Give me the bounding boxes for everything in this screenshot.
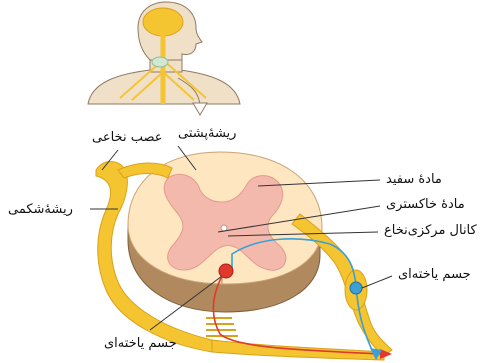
figure-brain — [143, 8, 183, 36]
cord-cross-section — [128, 152, 322, 312]
human-figure — [88, 2, 240, 115]
ventral-rootlets — [206, 318, 238, 336]
cell-body-right-label: جسم یاخته‌ای — [398, 268, 471, 281]
figure-neck-nerve-bulb — [152, 57, 168, 67]
dorsal-root-label: ریشهٔ‌پشتی — [178, 127, 236, 140]
gray-matter-label: مادهٔ خاکستری — [386, 198, 465, 211]
dorsal-root-left — [118, 163, 172, 178]
motor-cell-body — [219, 264, 233, 278]
spinal-nerve-label: عصب نخاعی — [92, 131, 163, 144]
pointer-arrowhead — [193, 103, 207, 115]
central-canal — [221, 225, 227, 231]
sensory-cell-body — [350, 282, 362, 294]
cell-body-bottom-label: جسم یاخته‌ای — [104, 337, 177, 350]
central-canal-label: کانال مرکزی‌نخاع — [384, 224, 477, 237]
ventral-root-label: ریشهٔ‌شکمی — [8, 203, 73, 216]
white-matter-label: مادهٔ سفید — [386, 173, 442, 186]
